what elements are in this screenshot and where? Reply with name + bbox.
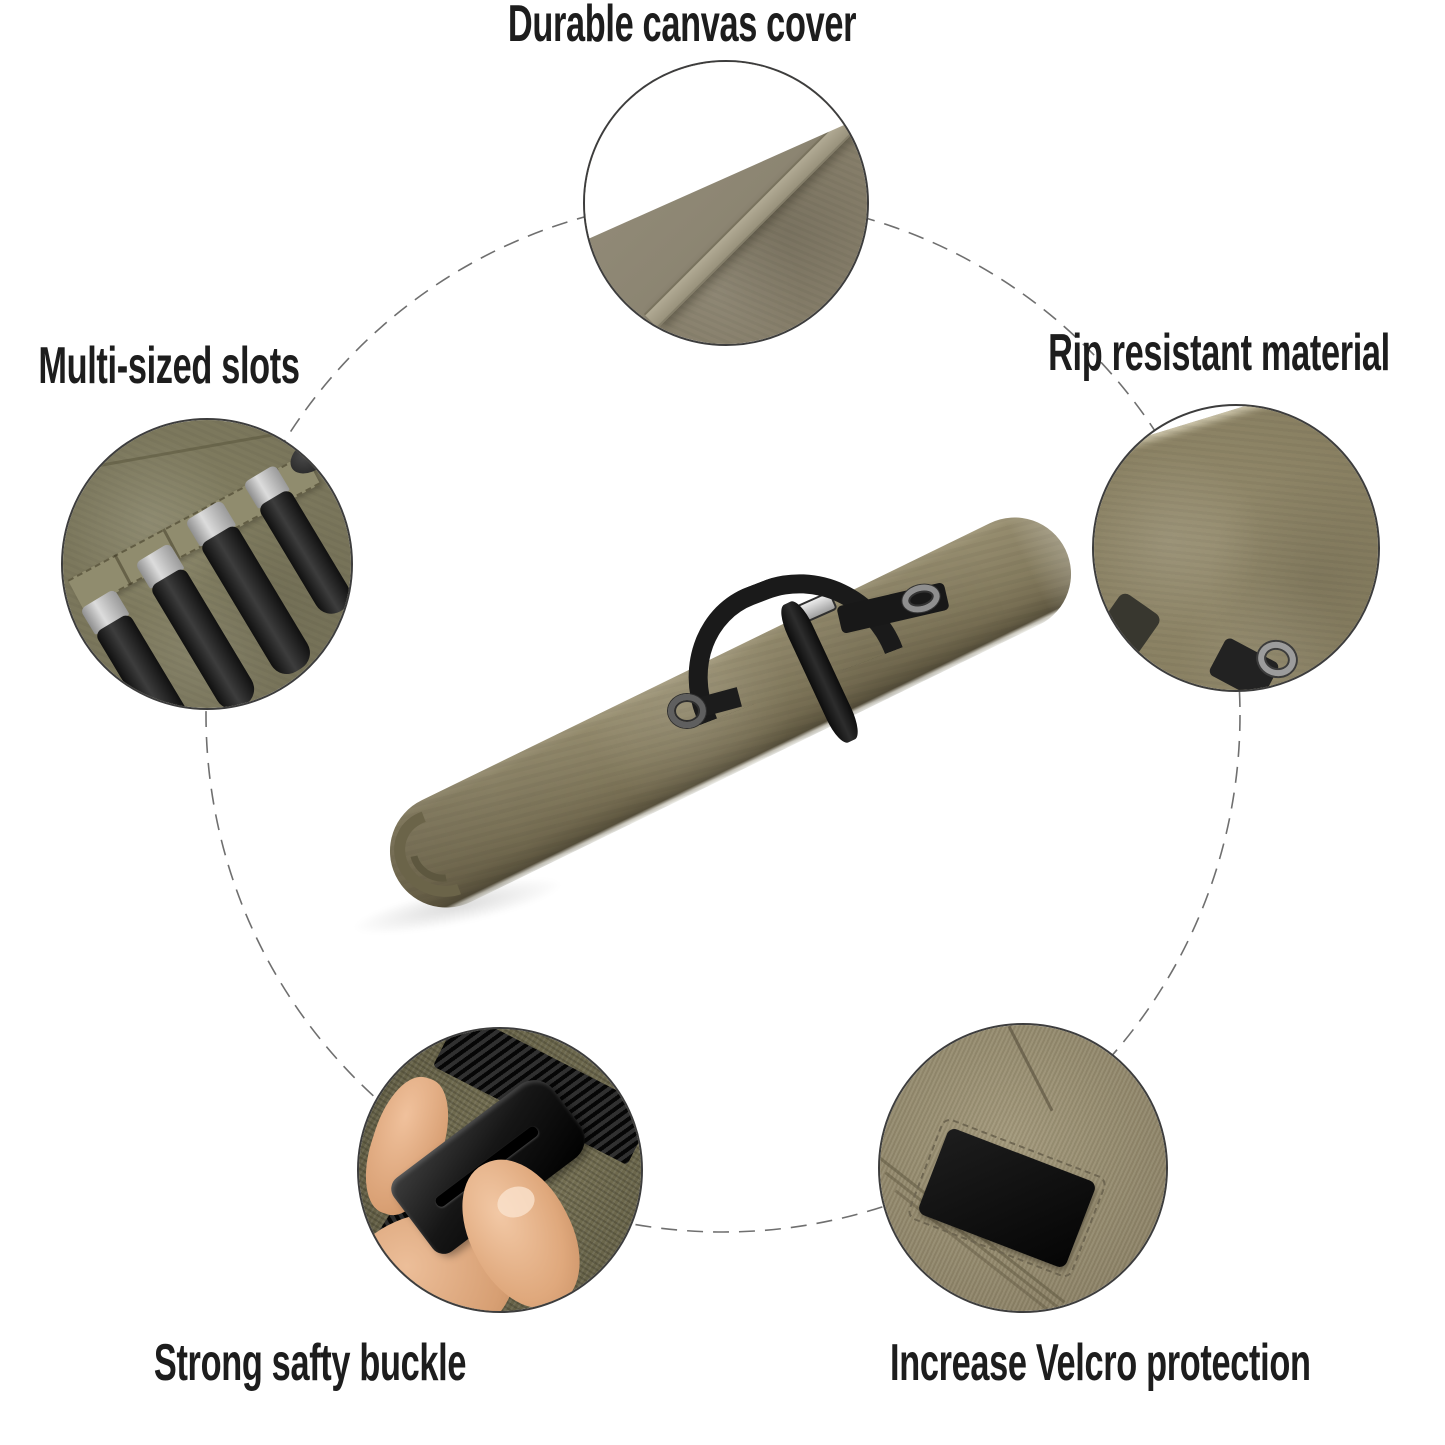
callout-label-slots: Multi-sized slots xyxy=(38,337,300,395)
callout-photo-canvas-cover xyxy=(583,60,869,346)
callout-photo-velcro xyxy=(878,1023,1168,1313)
callout-label-canvas-cover: Durable canvas cover xyxy=(507,0,857,53)
connector-circle xyxy=(205,197,1241,1233)
callout-label-buckle: Strong safty buckle xyxy=(153,1334,467,1392)
callout-label-rip-resistant: Rip resistant material xyxy=(1048,324,1390,382)
callout-photo-buckle xyxy=(357,1027,643,1313)
callout-photo-material xyxy=(1092,404,1380,692)
d-ring-left xyxy=(668,694,706,728)
callout-label-velcro: Increase Velcro protection xyxy=(890,1334,1311,1392)
callout-photo-slots xyxy=(61,418,353,710)
